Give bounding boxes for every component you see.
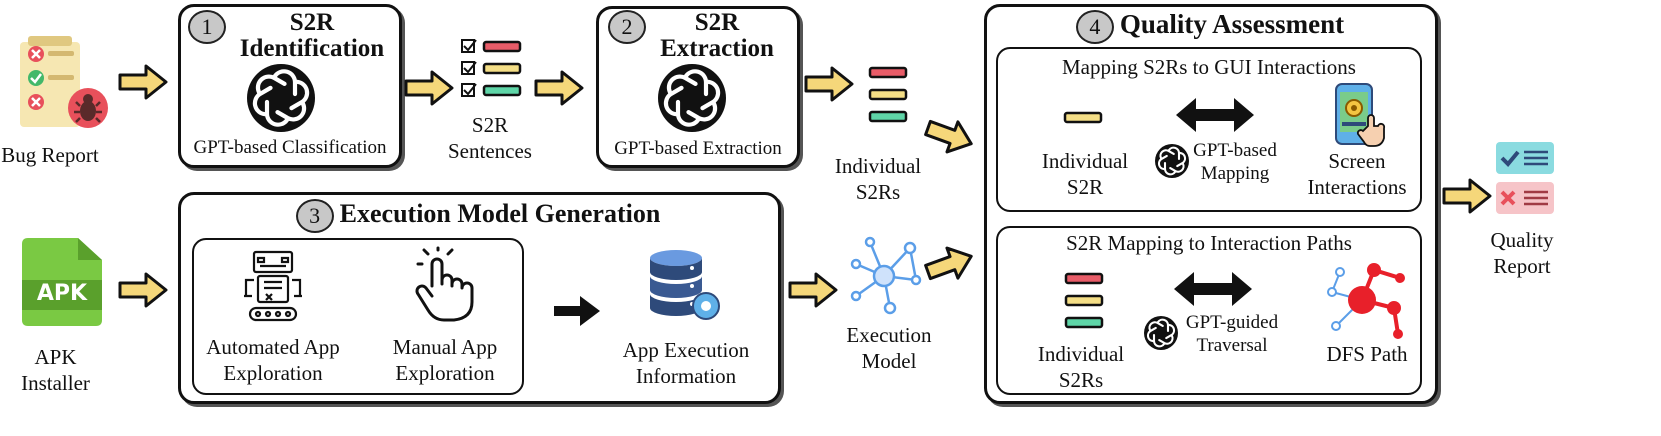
apk-installer-label: APK Installer <box>21 345 90 396</box>
step2-number: 2 <box>608 10 646 44</box>
apk-badge-text: APK <box>36 281 88 306</box>
dfs-graph-icon <box>1327 263 1405 339</box>
step2-subtitle: GPT-based Extraction <box>614 138 782 159</box>
hand-pointer-icon <box>415 246 474 322</box>
step2-title-text: S2R Extraction <box>660 9 774 63</box>
individual-s2rs-label-step4: Individual S2Rs <box>1037 342 1125 393</box>
openai-logo-icon <box>1153 142 1191 180</box>
arrow-step3-to-model <box>788 272 838 308</box>
step3-number: 3 <box>295 199 334 233</box>
arrow-apk-to-step3 <box>118 272 168 308</box>
step4-number: 4 <box>1075 10 1114 44</box>
gpt-mapping-label: GPT-based Mapping <box>1193 140 1277 184</box>
mapping-title: Mapping S2Rs to GUI Interactions <box>1062 55 1356 79</box>
database-icon <box>650 250 720 320</box>
individual-s2r-label: Individual S2R <box>1041 149 1129 200</box>
checklist-icon <box>461 39 522 97</box>
dfs-path-label: DFS Path <box>1326 342 1408 366</box>
step2-title: 2 S2R Extraction <box>600 9 790 63</box>
robot-icon <box>244 250 302 322</box>
gpt-traversal-label: GPT-guided Traversal <box>1185 312 1279 356</box>
black-arrow-icon <box>554 296 600 326</box>
openai-logo-icon <box>247 64 315 132</box>
s2r-bars-icon <box>868 66 908 123</box>
arrow-s2rs-to-step4 <box>921 111 979 161</box>
quality-report-icon <box>1496 142 1554 214</box>
arrow-step1-to-sentences <box>404 70 454 106</box>
double-arrow-icon <box>1176 98 1254 132</box>
screen-interactions-label: Screen Interactions <box>1307 149 1407 200</box>
step1-subtitle: GPT-based Classification <box>193 137 387 158</box>
individual-s2rs-label: Individual S2Rs <box>834 154 922 205</box>
s2r-bar-icon <box>1063 111 1103 124</box>
openai-logo-icon <box>658 64 726 132</box>
s2r-sentences-label: S2R Sentences <box>448 113 532 164</box>
s2r-bars-icon <box>1064 272 1104 329</box>
paths-title: S2R Mapping to Interaction Paths <box>1066 231 1352 255</box>
arrow-step2-to-s2rs <box>804 66 854 102</box>
arrow-sentences-to-step2 <box>534 70 584 106</box>
step1-title-text: S2R Identification <box>239 9 385 63</box>
step4-title-text: Quality Assessment <box>1119 9 1345 40</box>
apk-file-icon <box>22 238 102 326</box>
manual-exploration-label: Manual App Exploration <box>392 335 498 386</box>
graph-network-icon <box>850 236 922 315</box>
step1-title: 1 S2R Identification <box>181 9 399 63</box>
phone-interaction-icon <box>1335 83 1386 147</box>
app-execution-info-label: App Execution Information <box>622 338 750 389</box>
openai-logo-icon <box>1142 314 1180 352</box>
double-arrow-icon <box>1174 272 1252 306</box>
quality-report-label: Quality Report <box>1490 228 1554 279</box>
step1-number: 1 <box>188 10 226 44</box>
exploration-box <box>192 238 524 395</box>
execution-model-label: Execution Model <box>846 323 932 374</box>
bug-report-icon <box>20 36 108 128</box>
arrow-bugreport-to-step1 <box>118 64 168 100</box>
step3-title-text: Execution Model Generation <box>339 198 661 228</box>
arrow-step4-to-report <box>1442 178 1492 214</box>
bug-report-label: Bug Report <box>1 143 99 167</box>
arrow-model-to-step4 <box>921 239 979 289</box>
automated-exploration-label: Automated App Exploration <box>206 335 340 386</box>
